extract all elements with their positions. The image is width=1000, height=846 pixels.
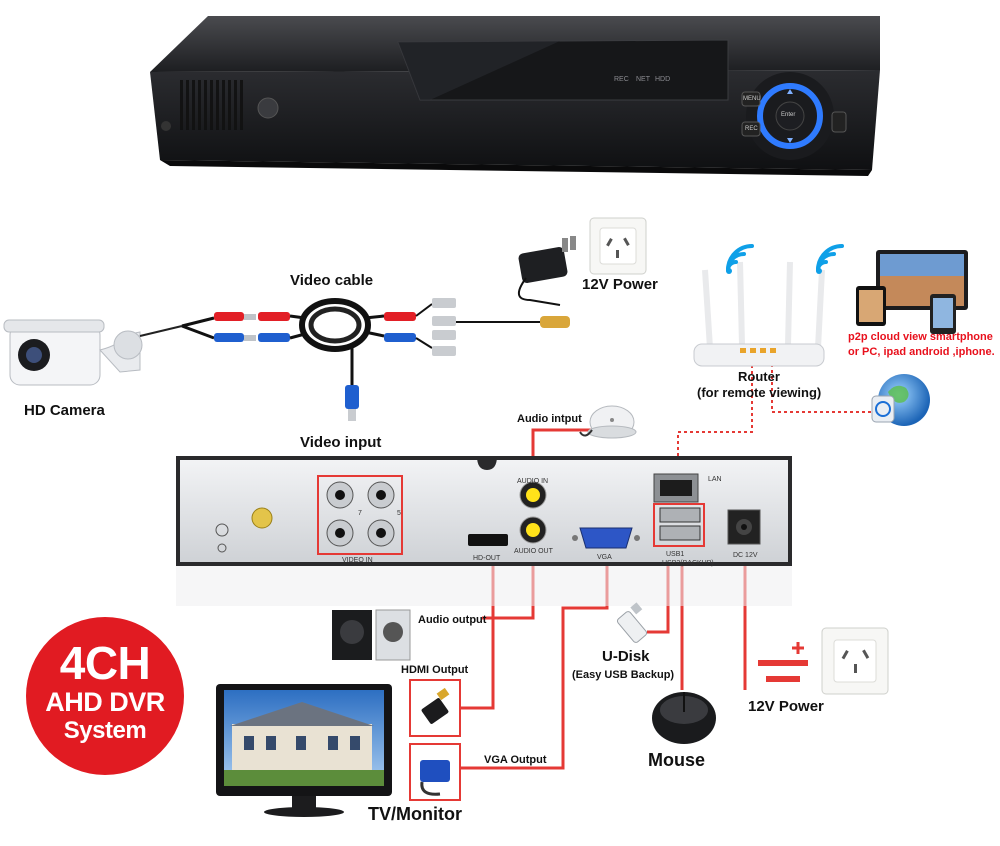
hd-out-text: HD-OUT [473,555,501,562]
tv-monitor-label: TV/Monitor [368,804,462,824]
udisk-label: U-Disk [602,648,650,665]
globe-icon [871,374,930,426]
battery-symbol-icon [758,642,808,682]
hdmi-plug-icon [409,679,461,737]
hd-camera-label: HD Camera [24,402,105,419]
smartphone-tablet-icon [856,250,968,334]
dvr-front-unit [150,16,880,176]
monitor-icon [216,684,392,817]
wifi-icon [726,244,844,272]
microphone-icon [579,405,637,439]
power-adapter-icon [518,236,576,306]
camera-icon [3,319,183,386]
menu-button: MENU [743,96,761,102]
badge-line3: System [63,717,147,744]
video-in-text: VIDEO IN [342,557,373,564]
badge-line1: 4CH [59,637,151,689]
wall-socket-icon [589,217,647,275]
enter-button: Enter [781,112,796,118]
speaker-icon [332,609,411,661]
vent-slots [180,80,243,130]
vga-plug-icon [409,743,461,801]
vga-text: VGA [597,554,612,561]
usb-highlight [653,503,705,547]
indicator-rec: REC [614,76,629,83]
video-cable-label: Video cable [290,272,374,289]
p2p-line2: or PC, ipad android ,iphone. [848,346,995,358]
bnc-number-7: 7 [358,510,362,517]
indicator-hdd: HDD [655,76,671,83]
vga-output-label: VGA Output [484,754,547,766]
udisk-sub-label: (Easy USB Backup) [572,669,675,681]
bnc-number-5: 5 [397,510,401,517]
video-in-highlight [317,475,403,555]
indicator-net: NET [636,76,650,83]
system-badge: 4CH AHD DVR System [26,617,184,775]
hdmi-output-label: HDMI Output [401,664,469,676]
wall-socket-bottom-icon [821,627,889,695]
router-label: Router [738,369,780,384]
dc-text: DC 12V [733,552,758,559]
p2p-line1: p2p cloud view smartphone [848,331,993,343]
mouse-label: Mouse [648,750,706,770]
dvr-rear-panel [176,456,792,606]
usb-flash-icon [616,602,648,643]
video-input-label: Video input [300,434,382,451]
badge-line2: AHD DVR [45,687,165,717]
mouse-icon [652,692,716,744]
audio-in-text: AUDIO IN [517,478,549,485]
power-bottom-label: 12V Power [748,698,824,715]
audio-input-label: Audio intput [517,413,582,425]
usb2-text: USB2(BACKUP) [662,560,714,567]
router-icon [693,261,825,367]
nav-ring-icon [757,83,823,149]
audio-out-text: AUDIO OUT [514,548,553,555]
video-cable-icon [181,298,570,421]
audio-output-label: Audio output [418,614,487,626]
power-top-label: 12V Power [582,276,658,293]
rec-button: REC [745,126,758,132]
usb1-text: USB1 [666,551,685,558]
router-sub-label: (for remote viewing) [697,385,822,400]
front-knob-icon [257,97,279,119]
lan-text: LAN [708,476,722,483]
